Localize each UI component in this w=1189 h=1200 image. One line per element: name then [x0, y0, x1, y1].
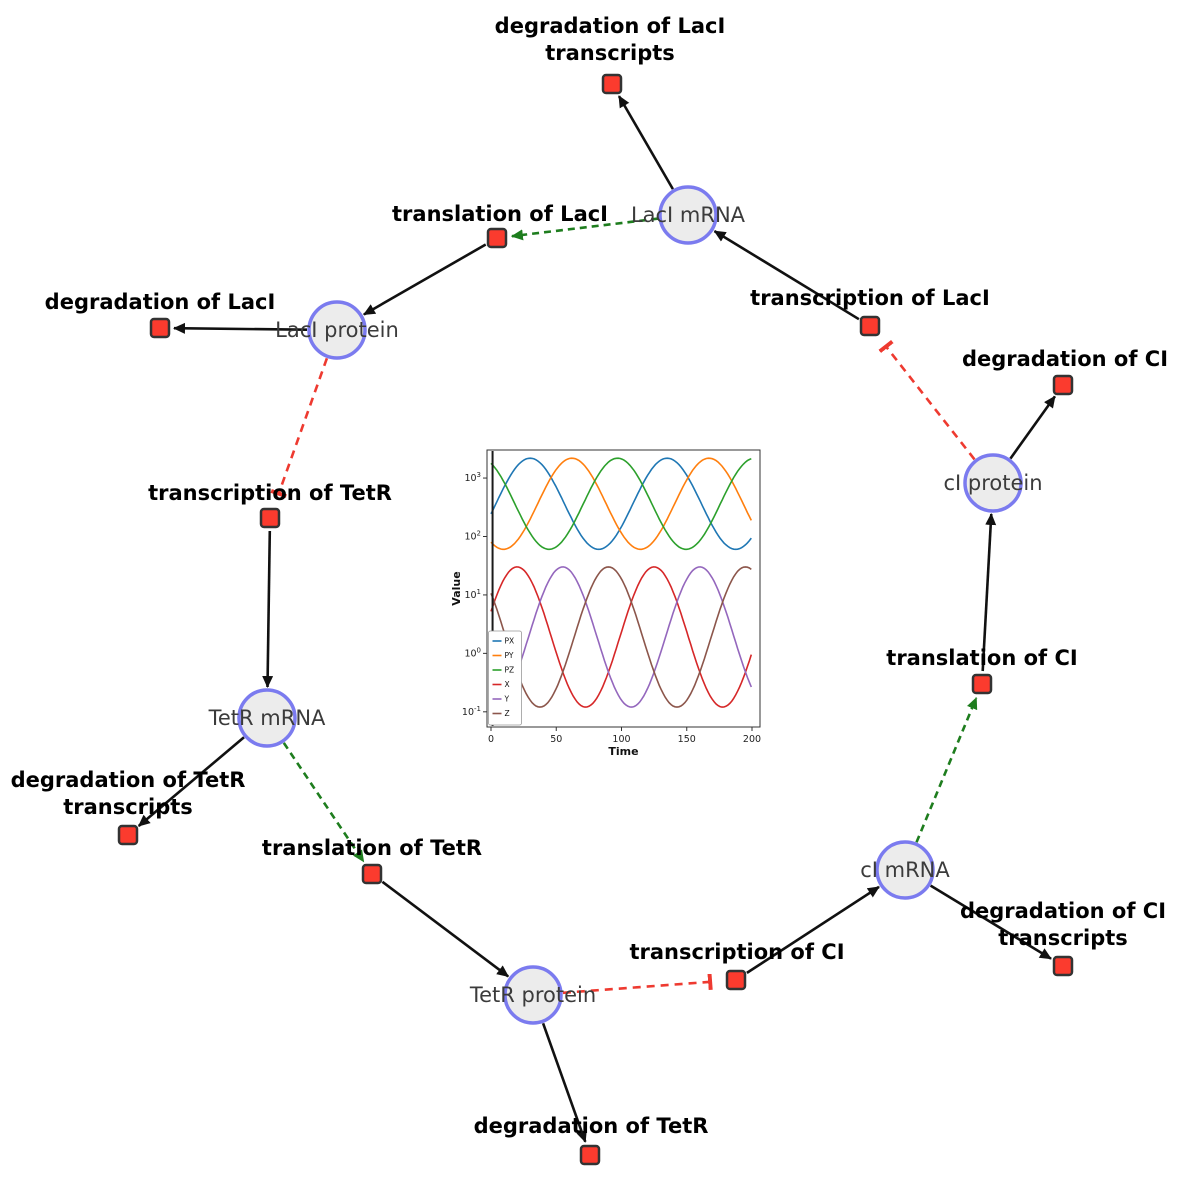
chart-series-PX [490, 457, 752, 551]
species-label-tetr_protein: TetR protein [469, 983, 596, 1007]
reaction-label-translation_laci: translation of LacI [392, 202, 608, 226]
chart-legend [488, 630, 522, 726]
x-tick-label: 50 [550, 734, 562, 745]
edge-inhibition-tetr_protein-to-transcription_ci [562, 973, 713, 995]
chart-series-PY [490, 457, 753, 551]
x-tick-label: 0 [488, 734, 494, 745]
x-tick-label: 100 [612, 734, 630, 745]
reaction-label-transcription_ci: transcription of CI [629, 940, 844, 964]
species-label-ci_protein: cI protein [943, 471, 1042, 495]
edge-consumption-tetr_protein-to-deg_tetr [541, 1022, 587, 1143]
edge-production-transcription_laci-to-laci_mrna [713, 229, 860, 321]
species-label-ci_mrna: cI mRNA [860, 858, 950, 882]
edge-consumption-laci_mrna-to-deg_laci_transcripts [617, 95, 675, 190]
edge-production-translation_tetr-to-tetr_protein [381, 880, 509, 978]
reaction-node-deg_laci[interactable] [149, 317, 171, 339]
reaction-label-translation_ci: translation of CI [886, 646, 1077, 670]
reaction-node-transcription_ci[interactable] [725, 969, 747, 991]
reaction-label-translation_tetr: translation of TetR [262, 836, 482, 860]
y-tick-label: 103 [464, 471, 481, 484]
chart-series-Z [490, 566, 752, 708]
species-node-laci_mrna[interactable] [658, 185, 718, 245]
x-tick-label: 200 [743, 734, 761, 745]
edge-production-translation_laci-to-laci_protein [363, 243, 487, 316]
edge-production-transcription_tetr-to-tetr_mrna [262, 530, 274, 688]
edge-consumption-ci_protein-to-deg_ci [1009, 395, 1056, 460]
species-node-tetr_mrna[interactable] [237, 688, 297, 748]
reaction-node-transcription_laci[interactable] [859, 315, 881, 337]
chart-frame [486, 449, 761, 728]
x-tick-label: 150 [678, 734, 696, 745]
edges-layer [137, 95, 1056, 1143]
edge-inhibition-laci_protein-to-transcription_tetr [270, 357, 329, 499]
species-node-laci_protein[interactable] [307, 300, 367, 360]
species-node-tetr_protein[interactable] [503, 965, 563, 1025]
reaction-node-deg_laci_transcripts[interactable] [601, 73, 623, 95]
y-axis-label: Value [450, 571, 463, 605]
chart-series-Y [490, 566, 753, 708]
reaction-label-transcription_laci: transcription of LacI [750, 286, 990, 310]
edge-inhibition-ci_protein-to-transcription_laci [878, 339, 976, 461]
edge-production-transcription_ci-to-ci_mrna [746, 885, 880, 974]
legend-entry-PX: PX [505, 637, 515, 646]
y-tick-label: 101 [464, 588, 481, 601]
reaction-node-deg_ci[interactable] [1052, 374, 1074, 396]
y-tick-label: 10-1 [462, 705, 481, 718]
edge-modifier-laci_mrna-to-translation_laci [510, 217, 659, 241]
reaction-label-deg_laci: degradation of LacI [45, 290, 276, 314]
reaction-node-translation_tetr[interactable] [361, 863, 383, 885]
reaction-node-translation_ci[interactable] [971, 673, 993, 695]
legend-entry-X: X [505, 680, 510, 689]
edge-modifier-ci_mrna-to-translation_ci [915, 696, 978, 843]
reaction-node-deg_tetr_transcripts[interactable] [117, 824, 139, 846]
species-label-laci_mrna: LacI mRNA [631, 203, 746, 227]
y-tick-label: 100 [464, 646, 481, 659]
legend-entry-Z: Z [505, 709, 510, 718]
legend-entry-Y: Y [504, 695, 510, 704]
reaction-node-deg_tetr[interactable] [579, 1144, 601, 1166]
nodes-layer [117, 73, 1074, 1166]
edge-consumption-ci_mrna-to-deg_ci_transcripts [929, 884, 1052, 960]
species-node-ci_mrna[interactable] [875, 840, 935, 900]
edge-consumption-tetr_mrna-to-deg_tetr_transcripts [137, 736, 245, 827]
species-node-ci_protein[interactable] [963, 453, 1023, 513]
species-label-tetr_mrna: TetR mRNA [208, 706, 326, 730]
reaction-label-deg_tetr: degradation of TetR [474, 1114, 709, 1138]
x-axis-label: Time [608, 745, 638, 758]
edge-consumption-laci_protein-to-deg_laci [173, 322, 308, 334]
reaction-node-deg_ci_transcripts[interactable] [1052, 955, 1074, 977]
legend-entry-PZ: PZ [505, 666, 515, 675]
species-label-laci_protein: LacI protein [275, 318, 399, 342]
reaction-node-transcription_tetr[interactable] [259, 507, 281, 529]
edge-production-translation_ci-to-ci_protein [981, 513, 997, 672]
y-tick-label: 102 [464, 529, 481, 542]
chart-series-PZ [490, 457, 752, 551]
legend-entry-PY: PY [505, 651, 514, 660]
reaction-node-translation_laci[interactable] [486, 227, 508, 249]
reaction-label-deg_ci: degradation of CI [962, 347, 1168, 371]
chart-series-X [490, 566, 753, 708]
reaction-label-transcription_tetr: transcription of TetR [148, 481, 392, 505]
